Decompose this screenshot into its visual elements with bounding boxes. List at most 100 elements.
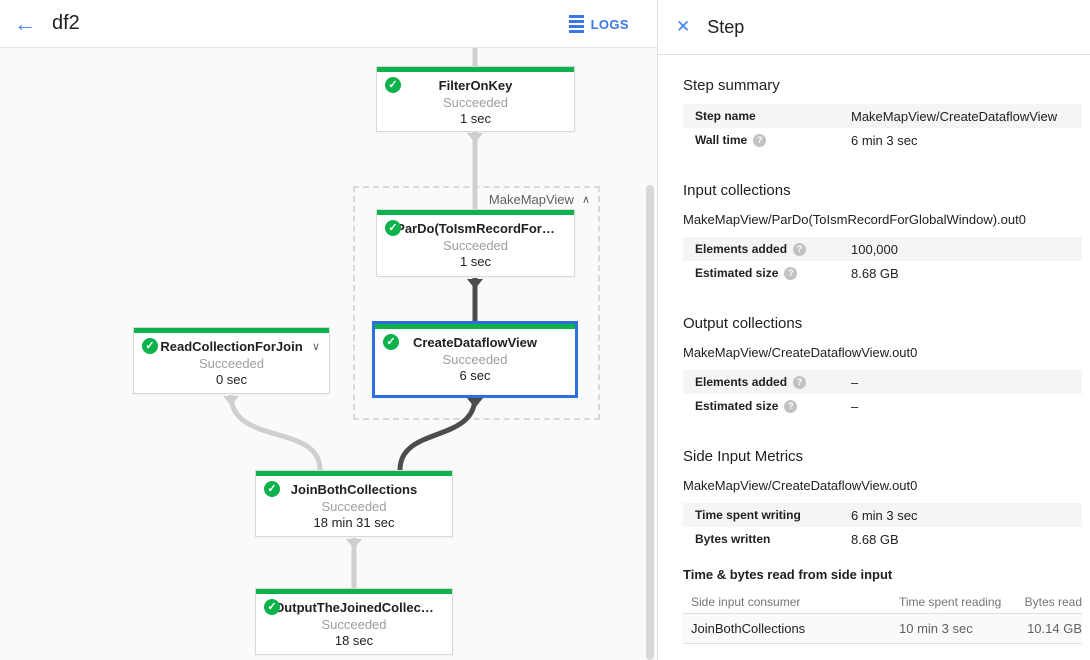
kv-value: 8.68 GB <box>851 265 899 281</box>
collection-name: MakeMapView/CreateDataflowView.out0 <box>683 345 918 360</box>
node-title: FilterOnKey <box>438 78 513 93</box>
node-time: 6 sec <box>459 368 491 383</box>
graph-panel: ← df2 LOGS MakeMapView ∧ <box>0 0 657 660</box>
node-time: 18 sec <box>334 633 374 648</box>
help-icon[interactable]: ? <box>793 242 807 256</box>
group-makemapview-label: MakeMapView <box>488 192 574 207</box>
table-header-row: Side input consumer Time spent reading B… <box>683 590 1082 614</box>
graph-node-joinbothcollections[interactable]: ✓ JoinBothCollections Succeeded 18 min 3… <box>255 470 453 537</box>
kv-value: – <box>851 398 859 414</box>
check-circle-icon: ✓ <box>142 338 158 354</box>
graph-canvas[interactable]: MakeMapView ∧ <box>0 48 657 660</box>
node-time: 1 sec <box>459 254 492 269</box>
collection-name: MakeMapView/CreateDataflowView.out0 <box>683 478 918 493</box>
graph-scrollbar[interactable] <box>646 185 654 660</box>
node-status-bar <box>256 589 452 594</box>
cell-consumer: JoinBothCollections <box>691 621 806 636</box>
step-details-body: Step summary Step name MakeMapView/Creat… <box>658 55 1090 644</box>
node-title: JoinBothCollections <box>290 482 418 497</box>
node-status: Succeeded <box>442 95 509 110</box>
section-side-input-table: Time & bytes read from side input Side i… <box>683 567 1082 644</box>
back-arrow-icon[interactable]: ← <box>14 10 36 36</box>
graph-header: ← df2 LOGS <box>0 0 657 48</box>
kv-row-estimated-size: Estimated size ? – <box>683 394 1082 418</box>
kv-row-wall-time: Wall time ? 6 min 3 sec <box>683 128 1082 152</box>
kv-row-time-spent-writing: Time spent writing 6 min 3 sec <box>683 503 1082 527</box>
kv-label: Time spent writing <box>695 508 801 522</box>
node-status: Succeeded <box>321 499 387 514</box>
graph-node-createdataflowview[interactable]: ✓ CreateDataflowView Succeeded 6 sec <box>372 321 578 398</box>
kv-value: 6 min 3 sec <box>851 507 918 523</box>
kv-label: Elements added <box>695 242 788 256</box>
node-time: 18 min 31 sec <box>313 515 395 530</box>
graph-node-filteronkey[interactable]: ✓ FilterOnKey Succeeded 1 sec <box>376 66 575 132</box>
panel-title: Step <box>707 16 745 37</box>
check-circle-icon: ✓ <box>264 599 280 615</box>
kv-row-estimated-size: Estimated size ? 8.68 GB <box>683 261 1082 285</box>
node-status: Succeeded <box>321 617 387 632</box>
column-header-time: Time spent reading <box>899 594 1002 609</box>
section-heading: Input collections <box>683 182 791 199</box>
kv-value: 6 min 3 sec <box>851 132 918 148</box>
check-circle-icon: ✓ <box>264 481 280 497</box>
kv-value: – <box>851 374 859 390</box>
kv-value: 8.68 GB <box>851 531 899 547</box>
logs-button-label: LOGS <box>590 16 629 32</box>
kv-row-elements-added: Elements added ? – <box>683 370 1082 394</box>
kv-label: Elements added <box>695 375 788 389</box>
kv-label: Bytes written <box>695 532 771 546</box>
section-heading: Output collections <box>683 315 803 332</box>
node-status-bar <box>377 210 574 215</box>
node-status-bar <box>134 328 329 333</box>
help-icon[interactable]: ? <box>784 266 798 280</box>
graph-node-outputthejoinedcollection[interactable]: ✓ OutputTheJoinedCollec… Succeeded 18 se… <box>255 588 453 655</box>
node-status-bar <box>375 324 575 329</box>
node-status: Succeeded <box>442 238 509 253</box>
cell-bytes: 10.14 GB <box>1027 621 1082 636</box>
column-header-bytes: Bytes read <box>1024 594 1082 609</box>
kv-label: Estimated size <box>695 399 779 413</box>
node-time: 0 sec <box>215 372 248 387</box>
close-icon[interactable]: ✕ <box>676 17 691 36</box>
section-input-collections: Input collections MakeMapView/ParDo(ToIs… <box>683 182 1082 285</box>
cell-time: 10 min 3 sec <box>899 621 973 636</box>
node-title: ReadCollectionForJoin <box>160 339 303 354</box>
section-step-summary: Step summary Step name MakeMapView/Creat… <box>683 77 1082 152</box>
help-icon[interactable]: ? <box>793 375 807 389</box>
node-title: CreateDataflowView <box>412 335 538 350</box>
graph-edges <box>223 48 483 589</box>
check-circle-icon: ✓ <box>383 334 399 350</box>
kv-row-bytes-written: Bytes written 8.68 GB <box>683 527 1082 551</box>
node-status-bar <box>256 471 452 476</box>
kv-value: MakeMapView/CreateDataflowView <box>851 108 1058 124</box>
node-time: 1 sec <box>459 111 492 126</box>
group-makemapview-toggle[interactable]: MakeMapView ∧ <box>489 192 590 207</box>
logs-button[interactable]: LOGS <box>568 0 629 48</box>
node-status: Succeeded <box>198 356 265 371</box>
help-icon[interactable]: ? <box>784 399 798 413</box>
table-heading: Time & bytes read from side input <box>683 567 893 582</box>
chevron-down-icon[interactable]: ∨ <box>311 341 320 353</box>
graph-node-pardo-toismrecord[interactable]: ✓ ParDo(ToIsmRecordFor… Succeeded 1 sec <box>376 209 575 277</box>
kv-row-step-name: Step name MakeMapView/CreateDataflowView <box>683 104 1082 128</box>
logs-icon <box>568 15 584 33</box>
collection-name: MakeMapView/ParDo(ToIsmRecordForGlobalWi… <box>683 212 1026 227</box>
section-heading: Step summary <box>683 77 780 94</box>
node-title: ParDo(ToIsmRecordFor… <box>396 221 555 236</box>
graph-node-readcollectionforjoin[interactable]: ✓ ReadCollectionForJoin ∨ Succeeded 0 se… <box>133 327 330 394</box>
kv-label: Estimated size <box>695 266 779 280</box>
table-row: JoinBothCollections 10 min 3 sec 10.14 G… <box>683 614 1082 644</box>
kv-label: Wall time <box>695 133 748 147</box>
help-icon[interactable]: ? <box>753 133 767 147</box>
side-input-table: Side input consumer Time spent reading B… <box>683 590 1082 644</box>
check-circle-icon: ✓ <box>385 220 401 236</box>
kv-value: 100,000 <box>851 241 898 257</box>
step-details-header: ✕ Step <box>658 0 1090 55</box>
section-heading: Side Input Metrics <box>683 448 804 465</box>
kv-label: Step name <box>695 109 756 123</box>
node-title: OutputTheJoinedCollec… <box>274 600 434 615</box>
section-output-collections: Output collections MakeMapView/CreateDat… <box>683 315 1082 418</box>
check-circle-icon: ✓ <box>385 77 401 93</box>
node-status-bar <box>377 67 574 72</box>
